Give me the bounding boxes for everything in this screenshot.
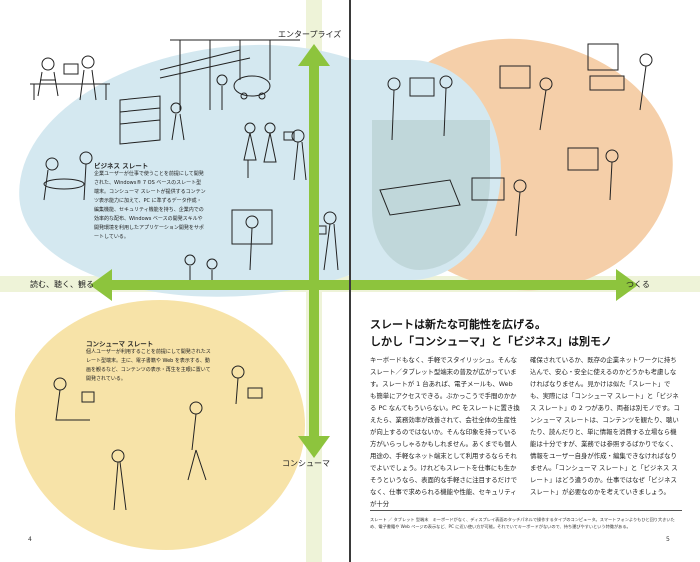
page-number-left: 4	[28, 536, 32, 543]
headline-line-1: スレートは新たな可能性を広げる。	[370, 318, 546, 331]
business-slate-description: 企業ユーザーが仕事で使うことを前提にして開発された、Windows® 7 OS …	[94, 171, 206, 240]
axis-label-enterprise: エンタープライズ	[278, 30, 342, 39]
doctor-illustration	[315, 211, 339, 271]
people-illustrations	[30, 39, 653, 511]
arrow-down-icon	[298, 436, 330, 458]
factory-illustration	[159, 39, 300, 110]
business-slate-title: ビジネス スレート	[94, 162, 149, 170]
arrow-right-icon	[616, 269, 638, 301]
consumer-region	[15, 300, 305, 550]
engineer-illustration	[379, 147, 619, 237]
restaurant-illustration	[43, 151, 93, 201]
consumer-slate-title: コンシューマ スレート	[86, 340, 154, 348]
axis-label-consumer: コンシューマ	[282, 459, 330, 468]
body-column-1: キーボードもなく、手軽でスタイリッシュ。そんなスレート／タブレット型端末の普及が…	[370, 356, 520, 508]
retail-illustration	[119, 95, 185, 145]
meeting-illustration	[30, 55, 110, 101]
consumer-slate-description: 個人ユーザーが利用することを前提にして開発されたスレート型端末。主に、電子書籍や…	[86, 349, 211, 382]
consumer-illustration	[53, 365, 263, 511]
vertical-axis-arrow	[309, 62, 319, 442]
axis-label-create: つくる	[626, 280, 650, 289]
arrow-up-icon	[298, 44, 330, 66]
headline-line-2: しかし「コンシューマ」と「ビジネス」は別モノ	[370, 335, 612, 348]
horizontal-axis-arrow	[110, 280, 620, 290]
footnote: スレート ／ タブレット 型端末 キーボードがなく、ディスプレイ表面のタッチパネ…	[370, 517, 675, 529]
fashion-illustration	[243, 122, 307, 181]
footnote-divider	[370, 510, 682, 511]
page-fold	[349, 0, 351, 562]
arrow-left-icon	[90, 269, 112, 301]
page-number-right: 5	[666, 536, 670, 543]
axis-label-consume: 読む、聴く、観る	[30, 280, 94, 289]
body-column-2: 確保されているか、既存の企業ネットワークに持ち込んで、安心・安全に使えるのかどう…	[530, 356, 680, 496]
designer-illustration	[387, 43, 653, 141]
